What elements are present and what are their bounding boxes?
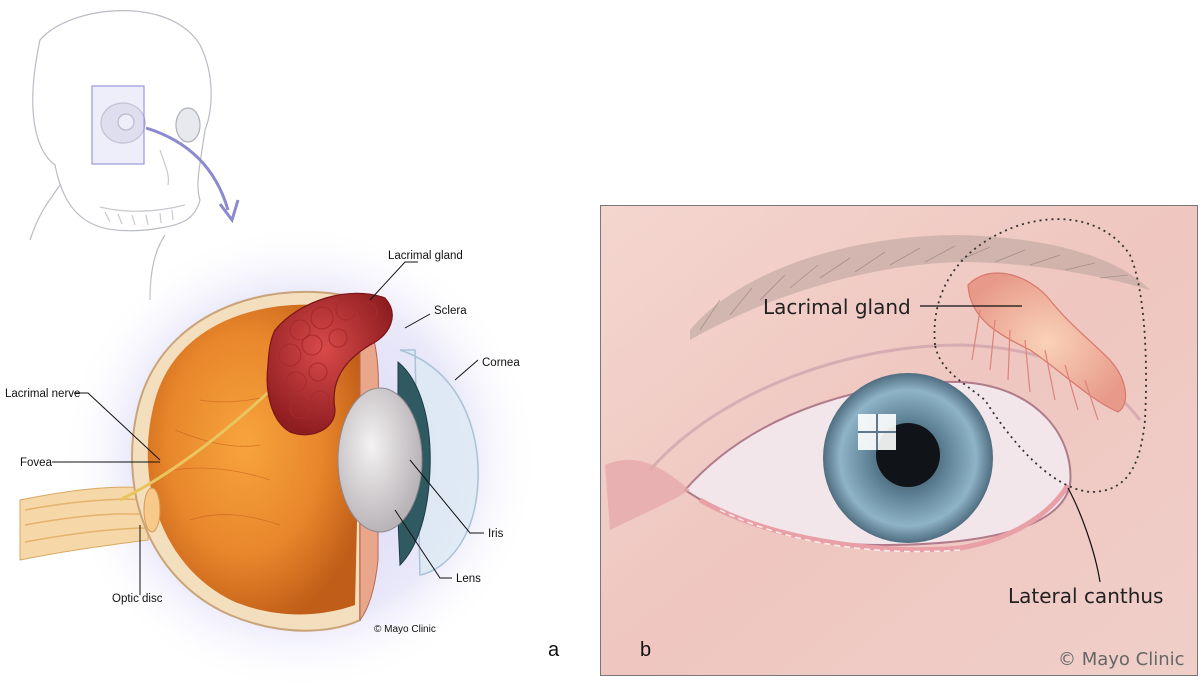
label-lacrimal-gland: Lacrimal gland <box>388 250 463 262</box>
label-lens: Lens <box>456 573 481 585</box>
panel-b: Lacrimal gland Lateral canthus b © Mayo … <box>600 205 1198 676</box>
lacrimal-gland-shape <box>266 292 393 436</box>
label-sclera: Sclera <box>434 305 467 317</box>
label-lateral-canthus: Lateral canthus <box>1008 584 1163 608</box>
panel-a: Lacrimal gland Sclera Cornea Lacrimal ne… <box>5 10 560 684</box>
label-cornea: Cornea <box>482 357 520 369</box>
leader-lateral-canthus <box>1067 487 1101 583</box>
skull-illustration <box>29 10 212 301</box>
zoom-arrow <box>145 126 230 211</box>
label-iris: Iris <box>488 528 504 540</box>
label-fovea: Fovea <box>20 457 53 469</box>
lacrimal-gland-b <box>967 272 1127 413</box>
copyright-b: © Mayo Clinic <box>1058 649 1185 670</box>
label-optic-disc: Optic disc <box>112 593 163 605</box>
label-lacrimal-gland-b: Lacrimal gland <box>763 295 911 319</box>
optic-disc-shape <box>143 487 161 533</box>
label-lacrimal-nerve: Lacrimal nerve <box>5 388 80 400</box>
panel-letter-a: a <box>548 639 560 661</box>
panel-letter-b: b <box>640 639 651 661</box>
zoom-arrow-head <box>218 199 240 224</box>
zoom-box <box>91 85 145 165</box>
orbit-dotted-outline <box>933 218 1147 493</box>
eyebrow <box>690 235 1150 340</box>
lens-shape <box>337 387 423 533</box>
copyright-a: © Mayo Clinic <box>374 624 436 635</box>
